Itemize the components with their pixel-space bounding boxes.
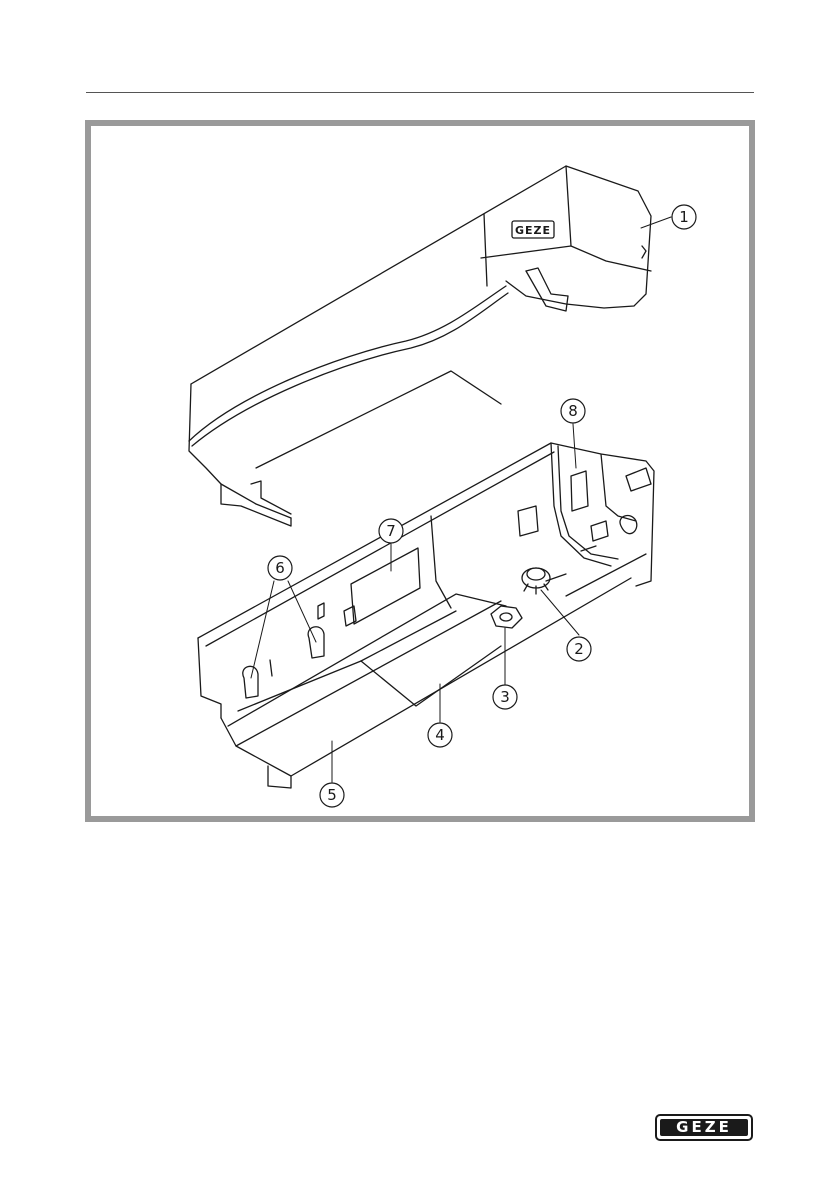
callout-label-4: 4 [435, 726, 445, 744]
geze-logo: GEZE [655, 1114, 753, 1141]
callout-leaders [251, 217, 671, 782]
callout-label-5: 5 [327, 786, 337, 804]
callout-circles [268, 205, 696, 807]
cover-badge-text: GEZE [515, 224, 551, 237]
callout-label-8: 8 [568, 402, 578, 420]
hex-nut [491, 606, 522, 628]
exploded-view-drawing: GEZE 1 2 3 4 5 6 7 8 [91, 126, 749, 816]
geze-logo-text: GEZE [660, 1119, 748, 1136]
header-rule [86, 92, 754, 93]
geze-logo-plate: GEZE [660, 1119, 748, 1136]
callout-label-3: 3 [500, 688, 510, 706]
base-housing [198, 443, 654, 788]
callout-label-7: 7 [386, 522, 396, 540]
callout-label-1: 1 [679, 208, 689, 226]
callout-label-6: 6 [275, 559, 285, 577]
callout-label-2: 2 [574, 640, 584, 658]
figure-frame: GEZE 1 2 3 4 5 6 7 8 [85, 120, 755, 822]
